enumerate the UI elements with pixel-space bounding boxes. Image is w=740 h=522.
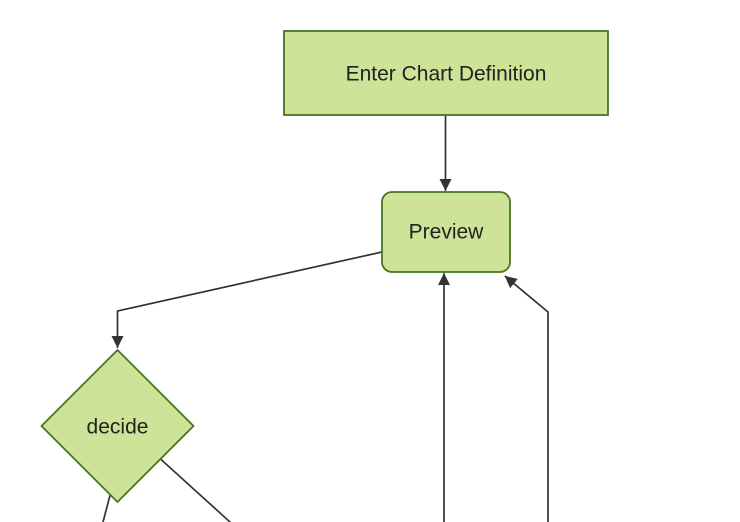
node-preview-label: Preview [409, 221, 485, 244]
edge-decide-to-offscreen-bottom-left [102, 492, 112, 522]
node-enter-chart-definition: Enter Chart Definition [283, 30, 609, 116]
node-preview: Preview [381, 191, 511, 273]
node-decide-shape [40, 348, 195, 504]
edge-offscreen-bottom-right-to-preview [504, 275, 549, 522]
node-enter-chart-definition-label: Enter Chart Definition [346, 63, 547, 86]
node-preview-shape [381, 191, 511, 273]
node-decide: decide [40, 348, 195, 504]
edge-preview-to-decide [111, 250, 384, 348]
edge-decide-to-offscreen-bottom-right [159, 458, 232, 522]
node-enter-chart-definition-shape [283, 30, 609, 116]
node-decide-label: decide [87, 416, 149, 439]
